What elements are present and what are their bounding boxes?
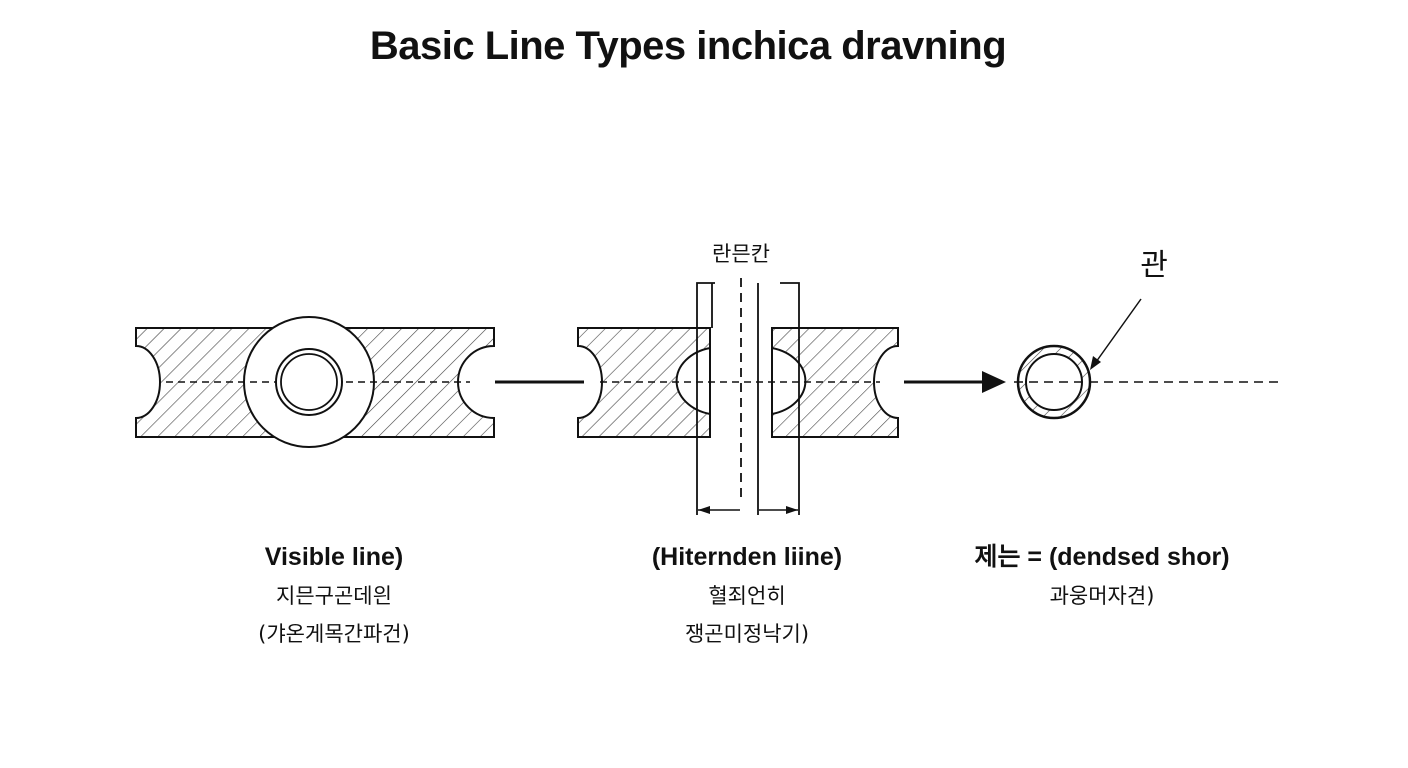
hatched-block-middle-left [577,327,711,438]
caption-hidden-line-title: (Hiternden liine) [651,543,843,571]
page-title: Basic Line Types inchica dravning [369,24,1007,68]
caption-visible-line-title: Visible line) [264,543,404,571]
caption-section-line-ko-2 [922,615,1282,653]
label-top-right: 관 [1140,248,1168,283]
bore-inner-circle [280,353,338,411]
caption-hidden-line: (Hiternden liine) 혈죄언히 쟁곤미정낙기) [567,537,927,653]
dimension-arrow-right [786,506,798,514]
dimension-arrow-left [698,506,710,514]
arrow-head [982,371,1006,393]
visible-line-part [135,316,495,448]
caption-section-line-ko-1: 과웅머자견) [1049,584,1155,608]
caption-hidden-line-ko-2: 쟁곤미정낙기) [684,622,810,646]
caption-section-line: 제는 = (dendsed shor) 과웅머자견) [922,537,1282,653]
label-top-center: 란믄칸 [712,242,770,266]
caption-hidden-line-ko-1: 혈죄언히 [708,584,786,608]
leader-line [1095,298,1142,363]
caption-section-line-title: 제는 = (dendsed shor) [974,543,1230,571]
caption-visible-line: Visible line) 지믄구곤데읜 (갸온게목간파건) [154,537,514,653]
tube-section: 관 [1014,248,1284,420]
caption-visible-line-ko-1: 지믄구곤데읜 [276,584,392,608]
caption-visible-line-ko-2: (갸온게목간파건) [258,622,410,646]
arrow-to-section [904,371,1006,393]
leader-arrow-head [1090,356,1101,370]
half-bore-right [771,346,807,416]
bore-outer-circle [275,348,343,416]
half-bore-left [675,346,711,416]
bracket-right [780,282,800,515]
hidden-line-part: 란믄칸 [577,242,899,515]
bracket-left [696,282,715,515]
